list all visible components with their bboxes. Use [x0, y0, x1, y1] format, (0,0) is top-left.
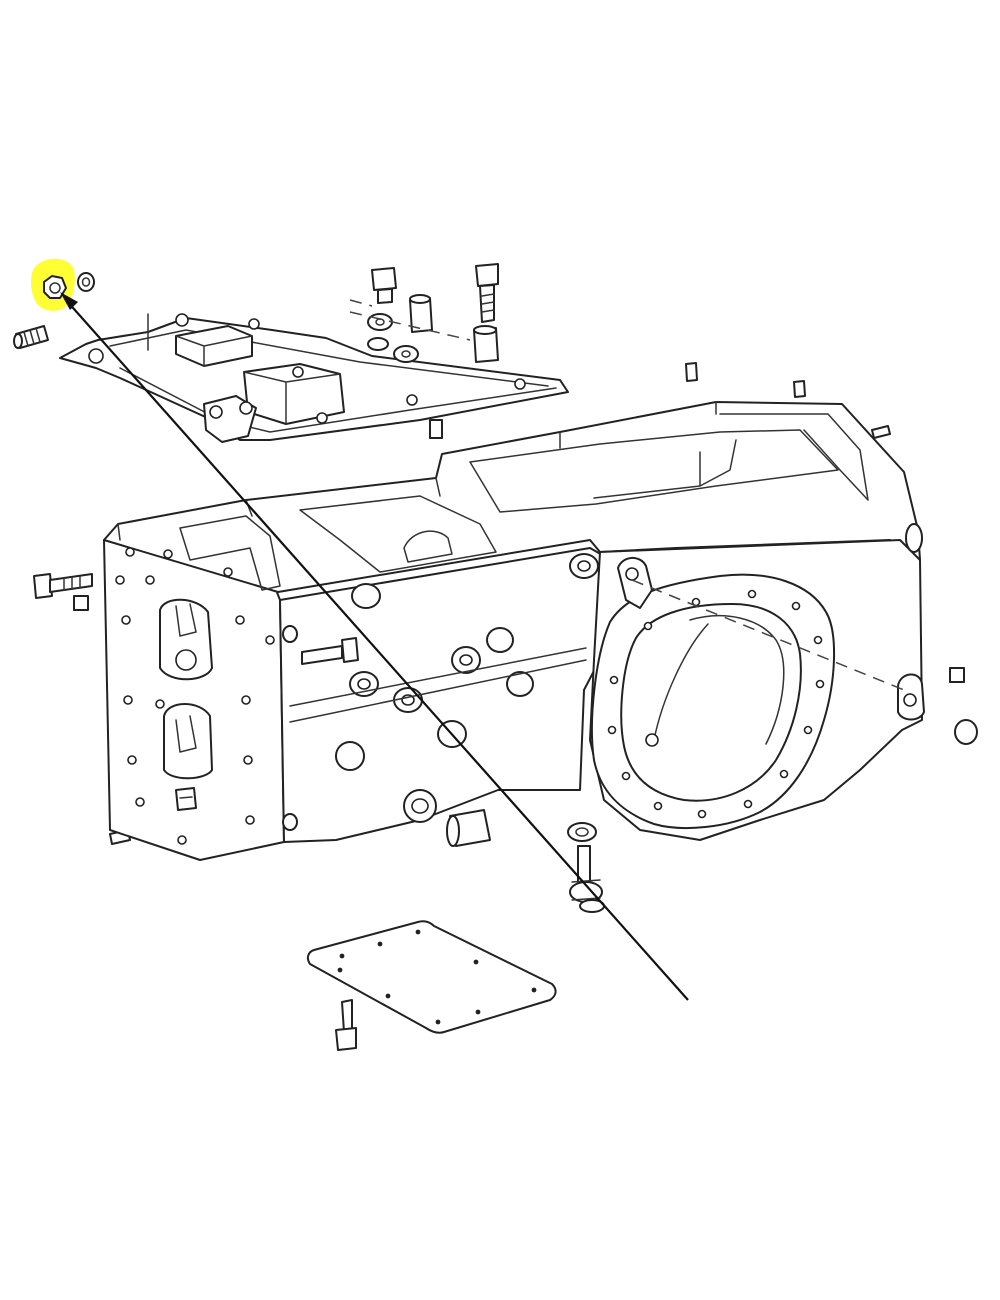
top-cover-plate: [59, 313, 569, 443]
long-bolt-icon: [473, 263, 499, 363]
bolt-icon: [335, 999, 357, 1051]
bottom-cover-plate: [306, 920, 557, 1034]
arrow-head-icon: [60, 292, 78, 310]
bolt-icon: [301, 637, 359, 665]
plug-icon: [954, 719, 978, 745]
washer-icon: [367, 313, 419, 363]
threaded-stud-icon: [13, 325, 49, 349]
bolt-icon: [33, 573, 93, 599]
drain-plug: [567, 822, 605, 913]
washer-icon: [77, 272, 95, 292]
bell-housing-flange: [591, 557, 925, 829]
leader-line: [65, 299, 689, 1001]
bolt-icon: [371, 267, 397, 304]
spacer-icon: [446, 809, 491, 847]
bushing-icon: [409, 294, 433, 333]
